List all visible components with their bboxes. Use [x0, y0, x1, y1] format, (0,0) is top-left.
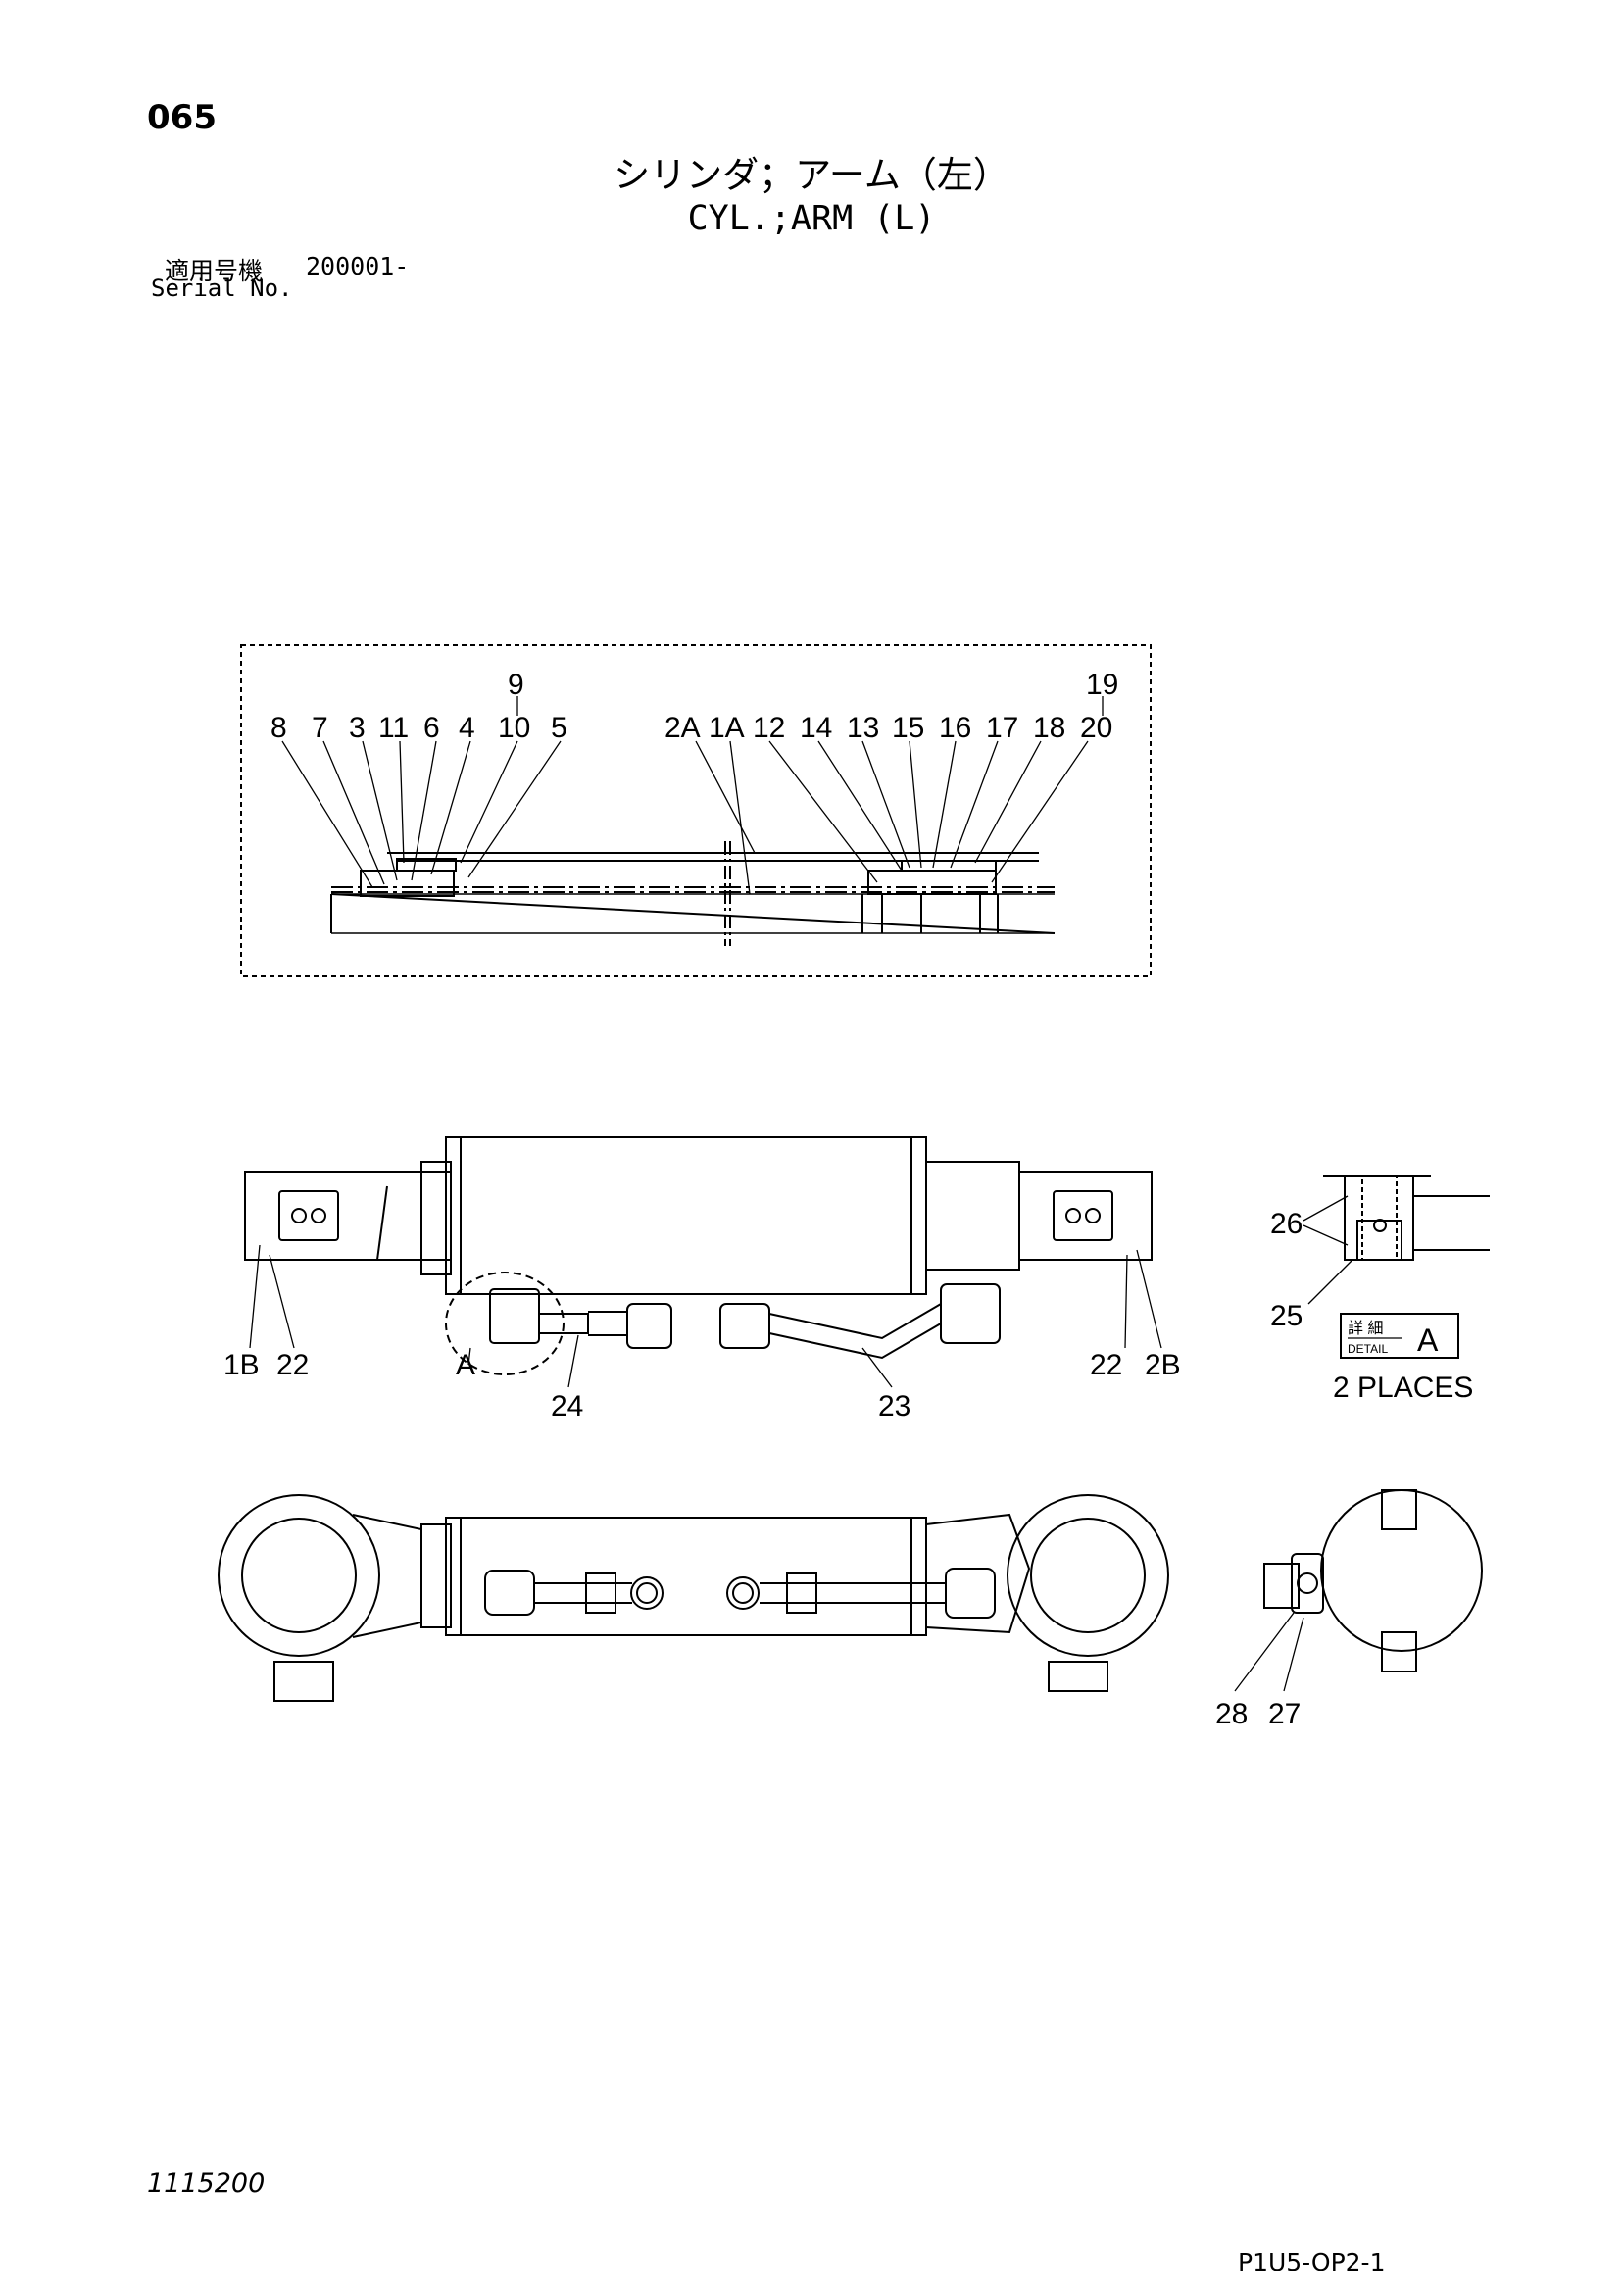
callout-14: 14 — [800, 712, 832, 744]
callout-4: 4 — [459, 712, 475, 744]
drawing-number: 1115200 — [147, 2169, 266, 2199]
callout-18: 18 — [1033, 712, 1065, 744]
rod-eye-left — [244, 1171, 452, 1261]
callout-20: 20 — [1080, 712, 1112, 744]
detail-badge-japanese: 詳 細 — [1348, 1320, 1383, 1337]
callout-6: 6 — [423, 712, 440, 744]
title-japanese: シリンダ；アーム（左） — [614, 154, 1009, 196]
callout-15: 15 — [892, 712, 924, 744]
section-view-labels: 9 19 8 7 3 11 6 4 10 5 2A 1A 12 14 13 15… — [270, 669, 1118, 744]
side-view-labels: 1B 22 A 24 23 22 2B — [223, 1349, 1181, 1423]
callout-19: 19 — [1086, 669, 1118, 701]
serial-label-english: Serial No. — [151, 275, 293, 302]
detail-a-labels: 26 25 — [1270, 1208, 1303, 1332]
detail-a-callout-circle — [445, 1272, 565, 1375]
callout-23: 23 — [878, 1390, 910, 1423]
callout-2a: 2A — [664, 712, 701, 744]
detail-a-view — [1323, 1175, 1490, 1261]
callout-22-left: 22 — [276, 1349, 309, 1381]
detail-a-note: 2 PLACES — [1333, 1372, 1473, 1404]
callout-13: 13 — [847, 712, 879, 744]
callout-9: 9 — [508, 669, 524, 701]
callout-26: 26 — [1270, 1208, 1303, 1240]
section-view — [240, 644, 1152, 977]
callout-8: 8 — [270, 712, 287, 744]
callout-17: 17 — [986, 712, 1018, 744]
cylinder-tube-top — [445, 1517, 927, 1636]
callout-24: 24 — [551, 1390, 583, 1423]
callout-22-right: 22 — [1090, 1349, 1122, 1381]
detail-badge-english: DETAIL — [1348, 1342, 1388, 1356]
rod-eye-right — [1018, 1171, 1153, 1261]
serial-value: 200001- — [306, 252, 410, 280]
callout-2b: 2B — [1145, 1349, 1181, 1381]
cylinder-side-view — [244, 1136, 1153, 1375]
section-view-leaders — [281, 696, 1104, 895]
callout-1b: 1B — [223, 1349, 260, 1381]
page-code: P1U5-OP2-1 — [1238, 2248, 1386, 2276]
cylinder-end-view — [1263, 1489, 1483, 1672]
page-number: 065 — [147, 98, 217, 137]
serial-label-japanese: 適用号機 — [165, 257, 264, 285]
callout-3: 3 — [349, 712, 366, 744]
detail-a-leaders — [1303, 1195, 1353, 1305]
cylinder-top-view — [218, 1494, 1169, 1702]
callout-12: 12 — [753, 712, 785, 744]
end-view-leaders — [1234, 1612, 1304, 1692]
callout-28: 28 — [1215, 1698, 1248, 1730]
callout-5: 5 — [551, 712, 567, 744]
callout-27: 27 — [1268, 1698, 1301, 1730]
detail-a-marker: A — [456, 1349, 475, 1381]
callout-1a: 1A — [709, 712, 745, 744]
cylinder-tube — [445, 1136, 927, 1295]
side-view-leaders — [249, 1244, 1162, 1388]
callout-10: 10 — [498, 712, 530, 744]
callout-7: 7 — [312, 712, 328, 744]
section-view-frame — [240, 644, 1152, 977]
end-view-labels: 28 27 — [1215, 1698, 1301, 1730]
detail-badge: 詳 細 DETAIL A — [1340, 1313, 1459, 1359]
callout-25: 25 — [1270, 1300, 1303, 1332]
title-english: CYL.;ARM (L) — [687, 199, 936, 238]
callout-11: 11 — [378, 712, 409, 744]
detail-badge-letter: A — [1417, 1323, 1439, 1358]
callout-16: 16 — [939, 712, 971, 744]
